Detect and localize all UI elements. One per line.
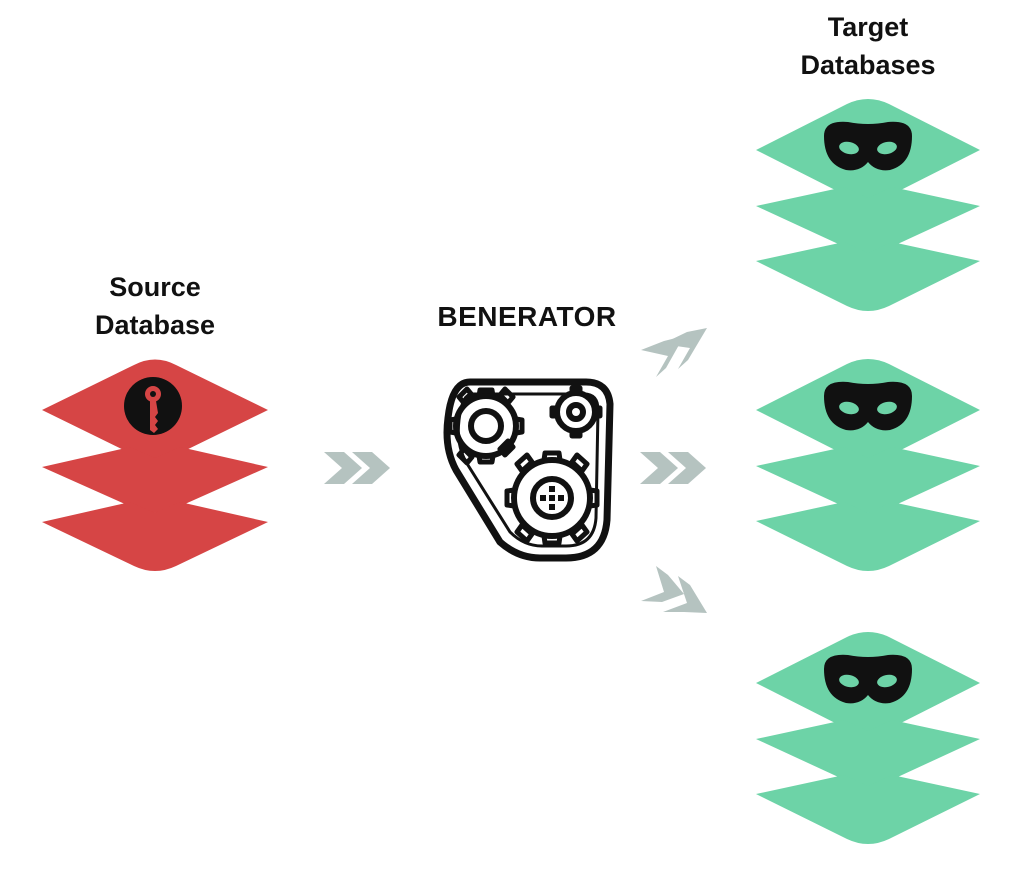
arrow-engine-to-target-3 <box>641 566 707 613</box>
target-layer-bottom <box>756 775 980 844</box>
source-database-stack <box>42 359 268 571</box>
mask-icon <box>824 381 912 431</box>
mask-icon <box>824 121 912 171</box>
target-title-line1: Target <box>827 12 909 42</box>
arrow-engine-to-target-1 <box>641 328 707 377</box>
gears-icon <box>443 378 614 562</box>
target-layer-bottom <box>756 242 980 311</box>
arrow-engine-to-target-2 <box>640 452 706 484</box>
arrow-source-to-engine <box>324 452 390 484</box>
mask-icon <box>824 654 912 704</box>
source-layer-bottom <box>42 502 268 571</box>
key-icon <box>124 377 182 435</box>
flow-arrows <box>324 328 707 613</box>
engine-label: BENERATOR <box>437 301 617 332</box>
target-layer-bottom <box>756 502 980 571</box>
target-layer-middle <box>756 447 980 513</box>
target-database-2 <box>756 359 980 571</box>
target-database-3 <box>756 632 980 844</box>
target-database-1 <box>756 99 980 311</box>
source-title-line2: Database <box>94 310 216 340</box>
target-layer-middle <box>756 187 980 253</box>
target-databases-label: Target Databases <box>768 8 968 84</box>
gear-main-icon <box>504 450 600 546</box>
target-layer-middle <box>756 720 980 786</box>
gear-small-icon <box>549 385 603 439</box>
source-database-label: Source Database <box>55 268 255 344</box>
gear-large-icon <box>447 386 525 466</box>
source-title-line1: Source <box>109 272 201 302</box>
source-layer-middle <box>42 447 268 513</box>
target-title-line2: Databases <box>800 50 936 80</box>
